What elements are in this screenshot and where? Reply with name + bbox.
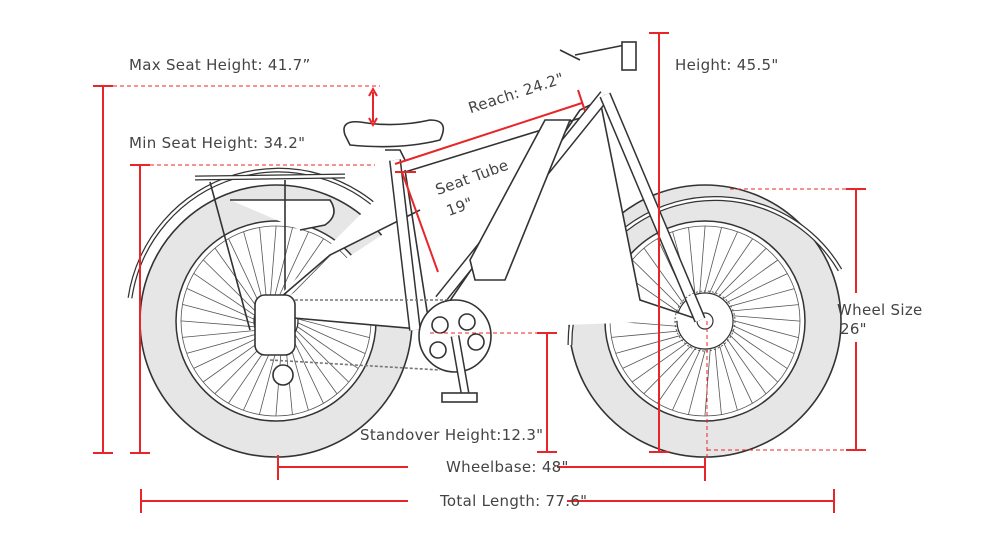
front-wheel: [568, 184, 842, 458]
spoke: [293, 320, 366, 354]
spoke: [243, 231, 265, 308]
spoke: [182, 304, 259, 325]
bike-drawing: [127, 41, 843, 458]
standover-height-label: Standover Height:12.3": [360, 426, 544, 444]
height-label: Height: 45.5": [675, 56, 779, 74]
spoke: [228, 238, 263, 310]
min-seat-height-label: Min Seat Height: 34.2": [129, 134, 306, 152]
wheel-size-value: 26": [840, 320, 867, 338]
spoke: [292, 326, 349, 383]
wheel-size-label: Wheel Size: [837, 301, 923, 319]
spoke: [721, 326, 778, 383]
spoke: [713, 259, 779, 306]
spoke: [643, 337, 700, 394]
spoke: [615, 332, 692, 354]
spoke: [272, 227, 293, 304]
crankset: [418, 299, 492, 403]
spoke: [718, 332, 753, 404]
spoke: [203, 259, 260, 316]
spoke: [186, 332, 263, 354]
spoke: [688, 338, 709, 415]
spoke: [275, 231, 309, 304]
spoke: [721, 314, 801, 322]
spoke: [722, 323, 788, 369]
spoke: [716, 273, 788, 308]
spoke: [259, 227, 268, 306]
spoke: [291, 329, 338, 395]
spoke: [643, 247, 690, 313]
spoke: [193, 334, 265, 369]
wheelbase-label: Wheelbase: 48": [446, 458, 569, 476]
spoke: [293, 317, 370, 338]
spoke: [707, 238, 753, 304]
total-length-label: Total Length: 77.6": [440, 492, 588, 510]
dimension-lines: [93, 32, 866, 513]
spoke: [704, 231, 738, 304]
spoke: [182, 329, 261, 338]
spoke: [716, 334, 738, 411]
spoke: [293, 323, 359, 369]
spoke: [193, 273, 259, 319]
spoke: [180, 320, 260, 328]
spoke: [611, 329, 690, 338]
max-seat-height-label: Max Seat Height: 41.7”: [129, 56, 311, 74]
spoke: [269, 225, 277, 305]
spoke: [214, 247, 261, 313]
